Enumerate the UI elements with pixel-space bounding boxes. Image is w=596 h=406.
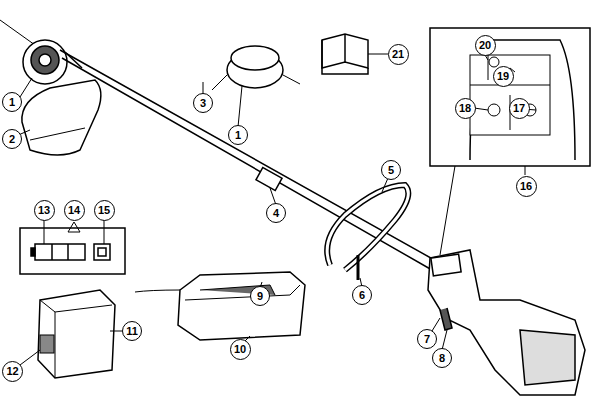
callout-circle: 14 bbox=[64, 200, 85, 221]
callout-circle: 20 bbox=[475, 35, 496, 56]
callout-number: 20 bbox=[479, 40, 491, 51]
callout-number: 9 bbox=[257, 291, 263, 302]
callout-circle: 7 bbox=[417, 329, 437, 349]
callout-number: 13 bbox=[38, 205, 50, 216]
callout-circle: 21 bbox=[388, 44, 409, 65]
callout-number: 4 bbox=[273, 208, 279, 219]
callout-circle: 1 bbox=[2, 92, 22, 112]
callout-circle: 9 bbox=[250, 286, 270, 306]
callout-number: 12 bbox=[6, 366, 18, 377]
callout-number: 6 bbox=[359, 290, 365, 301]
callout-circle: 16 bbox=[516, 176, 537, 197]
callout-circle: 12 bbox=[2, 361, 23, 382]
callout-circle: 11 bbox=[122, 321, 142, 341]
callout-circle: 5 bbox=[381, 160, 401, 180]
callout-circle: 19 bbox=[493, 66, 514, 87]
callout-circle: 4 bbox=[266, 203, 286, 223]
callout-number: 8 bbox=[439, 353, 445, 364]
callout-number: 3 bbox=[200, 98, 206, 109]
callout-circle: 15 bbox=[94, 200, 115, 221]
callout-number: 11 bbox=[126, 326, 138, 337]
callout-number: 19 bbox=[497, 71, 509, 82]
callout-number: 2 bbox=[9, 134, 15, 145]
callout-number: 15 bbox=[98, 205, 110, 216]
callout-circle: 18 bbox=[455, 98, 476, 119]
callout-number: 14 bbox=[68, 205, 80, 216]
callout-circle: 10 bbox=[230, 339, 251, 360]
callout-number: 21 bbox=[392, 49, 404, 60]
callout-number: 7 bbox=[424, 334, 430, 345]
callout-number: 1 bbox=[235, 130, 241, 141]
callout-circle: 6 bbox=[352, 285, 372, 305]
callout-number: 5 bbox=[388, 165, 394, 176]
callout-number: 10 bbox=[234, 344, 246, 355]
callout-circle: 1 bbox=[228, 125, 248, 145]
callout-number: 17 bbox=[513, 103, 525, 114]
callout-number: 1 bbox=[9, 97, 15, 108]
callout-circle: 2 bbox=[2, 129, 22, 149]
callout-circle: 8 bbox=[432, 348, 452, 368]
callout-number: 18 bbox=[459, 103, 471, 114]
callout-circle: 13 bbox=[34, 200, 55, 221]
callout-number: 16 bbox=[520, 181, 532, 192]
callout-circle: 3 bbox=[193, 93, 213, 113]
callout-circle: 17 bbox=[509, 98, 530, 119]
